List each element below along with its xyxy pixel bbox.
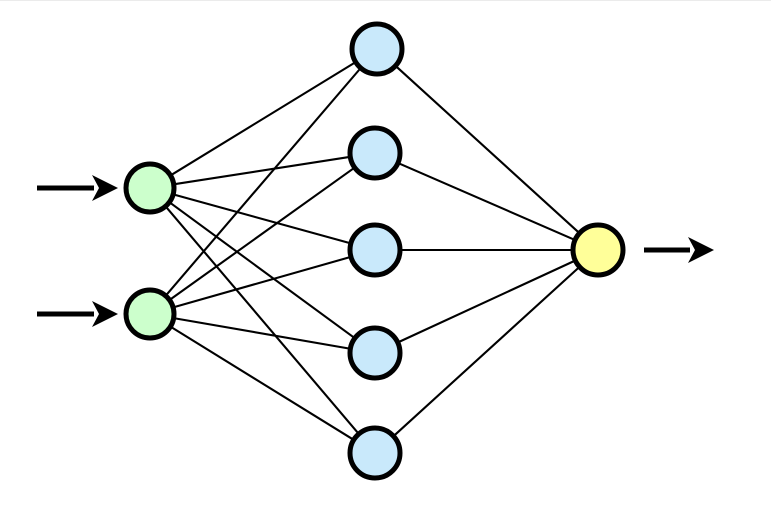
hidden-node-4[interactable] [347, 325, 403, 381]
edge-i2-h1 [165, 68, 361, 296]
input-node-2[interactable] [123, 287, 177, 341]
input-arrow-2 [37, 301, 118, 327]
edge-group [165, 61, 580, 441]
edge-i1-h4 [169, 202, 355, 339]
edge-i1-h5 [165, 206, 359, 434]
edge-h4-o1 [398, 260, 575, 343]
hidden-node-1[interactable] [349, 21, 405, 77]
hidden-node-5[interactable] [347, 425, 403, 481]
output-arrow-1 [644, 237, 714, 263]
output-node-1[interactable] [570, 222, 626, 278]
edge-i1-h3 [173, 193, 351, 245]
node-group [123, 21, 626, 481]
input-node-1[interactable] [123, 161, 177, 215]
edge-h5-o1 [393, 266, 580, 437]
edge-i2-h2 [169, 167, 355, 301]
edge-h1-o1 [395, 65, 580, 234]
edge-i2-h5 [170, 326, 354, 441]
hidden-node-2[interactable] [347, 125, 403, 181]
arrow-group [37, 175, 714, 327]
input-arrow-1 [37, 175, 118, 201]
edge-i2-h4 [174, 317, 350, 350]
output-arrow-1-head [688, 237, 714, 263]
edge-i2-h3 [173, 256, 351, 309]
input-arrow-1-head [92, 175, 118, 201]
input-arrow-2-head [92, 301, 118, 327]
hidden-node-3[interactable] [347, 222, 403, 278]
edge-h2-o1 [398, 162, 575, 241]
edge-i1-h1 [170, 61, 356, 176]
edge-i1-h2 [174, 156, 350, 186]
